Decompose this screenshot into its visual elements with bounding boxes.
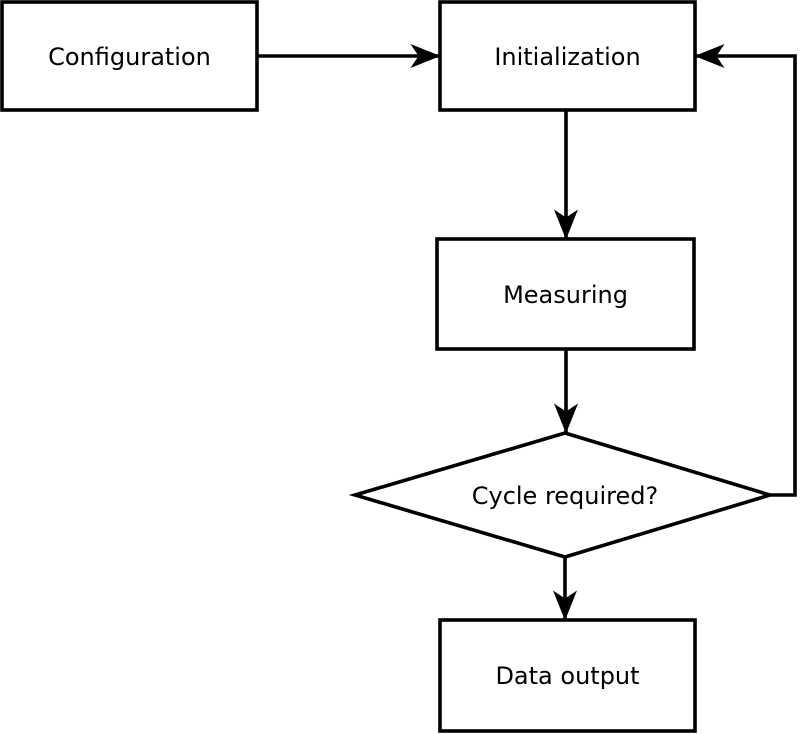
node-measuring-label: Measuring	[503, 281, 628, 309]
node-initialization-box	[438, 0, 697, 112]
node-cycle-required-diamond	[348, 431, 777, 559]
node-data-output: Data output	[438, 618, 697, 733]
node-group: Configuration Initialization Measuring C…	[0, 0, 777, 733]
node-configuration-label: Configuration	[48, 43, 211, 71]
node-data-output-box	[438, 618, 697, 733]
edge-group	[257, 44, 797, 621]
node-measuring: Measuring	[435, 237, 696, 351]
node-initialization-label: Initialization	[494, 43, 640, 71]
edge-cycle-required-to-initialization-loop	[694, 44, 797, 497]
node-measuring-box	[435, 237, 696, 351]
node-configuration: Configuration	[0, 0, 259, 112]
node-cycle-required: Cycle required?	[348, 431, 777, 559]
node-configuration-box	[0, 0, 259, 112]
node-cycle-required-label: Cycle required?	[472, 482, 659, 510]
node-data-output-label: Data output	[495, 662, 639, 690]
node-initialization: Initialization	[438, 0, 697, 112]
